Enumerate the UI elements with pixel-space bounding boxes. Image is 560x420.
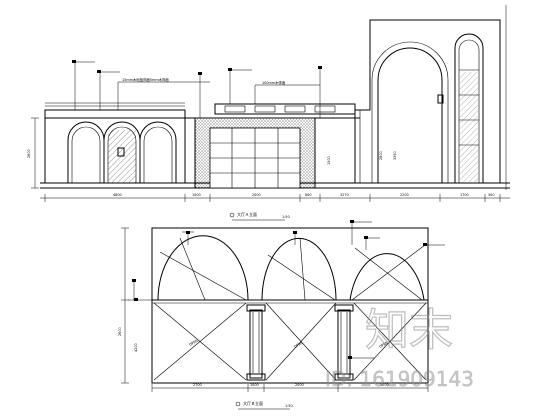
mid-dim-2: 2800 (379, 151, 383, 160)
lower-left-dim-1: 2600 (118, 327, 122, 336)
left-arch-panel (44, 102, 186, 183)
upper-left-dim: 2800 (27, 149, 31, 158)
lower-dimension-row: 2700 1000 2000 3000 (151, 383, 429, 392)
lower-elevation: OPEN OPEN OPEN (118, 220, 445, 410)
upper-dim-8: 300 (488, 193, 494, 197)
lower-dim-3: 2000 (295, 383, 304, 387)
lower-title: 大厅Ｂ立面 1:50 (235, 400, 293, 410)
upper-dim-6: 2200 (400, 193, 409, 197)
lower-dim-4: 3000 (380, 383, 389, 387)
lower-callouts (128, 220, 445, 359)
lower-diagonals (153, 237, 427, 381)
open-label-2: OPEN (294, 340, 305, 348)
upper-dim-1: 4800 (113, 193, 122, 197)
upper-callouts: 15mm木地板饰面5mm木饰面 100mm木饰面 (72, 60, 322, 118)
upper-left-dimension: 2800 1500 2800 3350 (27, 117, 397, 189)
lower-scale: 1:50 (285, 404, 293, 408)
open-label-1: OPEN (189, 338, 200, 346)
upper-annotation-1: 15mm木地板饰面5mm木饰面 (122, 77, 169, 82)
upper-elevation: 15mm木地板饰面5mm木饰面 100mm木饰面 4800 100 (27, 5, 510, 221)
right-arch-wall (354, 5, 507, 190)
lower-left-dimension: 2600 4200 (118, 227, 138, 384)
mid-dim-3: 3350 (393, 151, 397, 160)
upper-title-text: 大厅Ａ立面 (237, 211, 257, 217)
upper-dimension-row: 4800 1000 2000 800 3270 2200 1700 300 (40, 193, 510, 202)
upper-annotation-2: 100mm木饰面 (262, 80, 286, 85)
lower-frame (151, 227, 429, 384)
lower-title-text: 大厅Ｂ立面 (243, 400, 263, 406)
watermark-id: ID: 161909143 (325, 367, 474, 391)
mid-dim-1: 1500 (327, 156, 331, 165)
upper-title: 大厅Ａ立面 1:50 (229, 211, 290, 221)
upper-dim-4: 800 (305, 193, 311, 197)
upper-scale: 1:50 (282, 215, 290, 219)
upper-dim-3: 2000 (252, 193, 261, 197)
upper-dim-2: 1000 (192, 193, 201, 197)
upper-dim-5: 3270 (340, 193, 349, 197)
upper-dim-7: 1700 (460, 193, 469, 197)
lower-dim-1: 2700 (193, 383, 202, 387)
open-label-3: OPEN (379, 340, 390, 348)
lower-columns (246, 304, 354, 381)
stone-counter (185, 103, 360, 189)
lower-dim-2: 1000 (250, 383, 259, 387)
lower-left-dim-2: 4200 (134, 343, 138, 352)
watermark: 知末 ID: 161909143 (325, 304, 474, 391)
watermark-brand: 知末 (365, 305, 453, 356)
